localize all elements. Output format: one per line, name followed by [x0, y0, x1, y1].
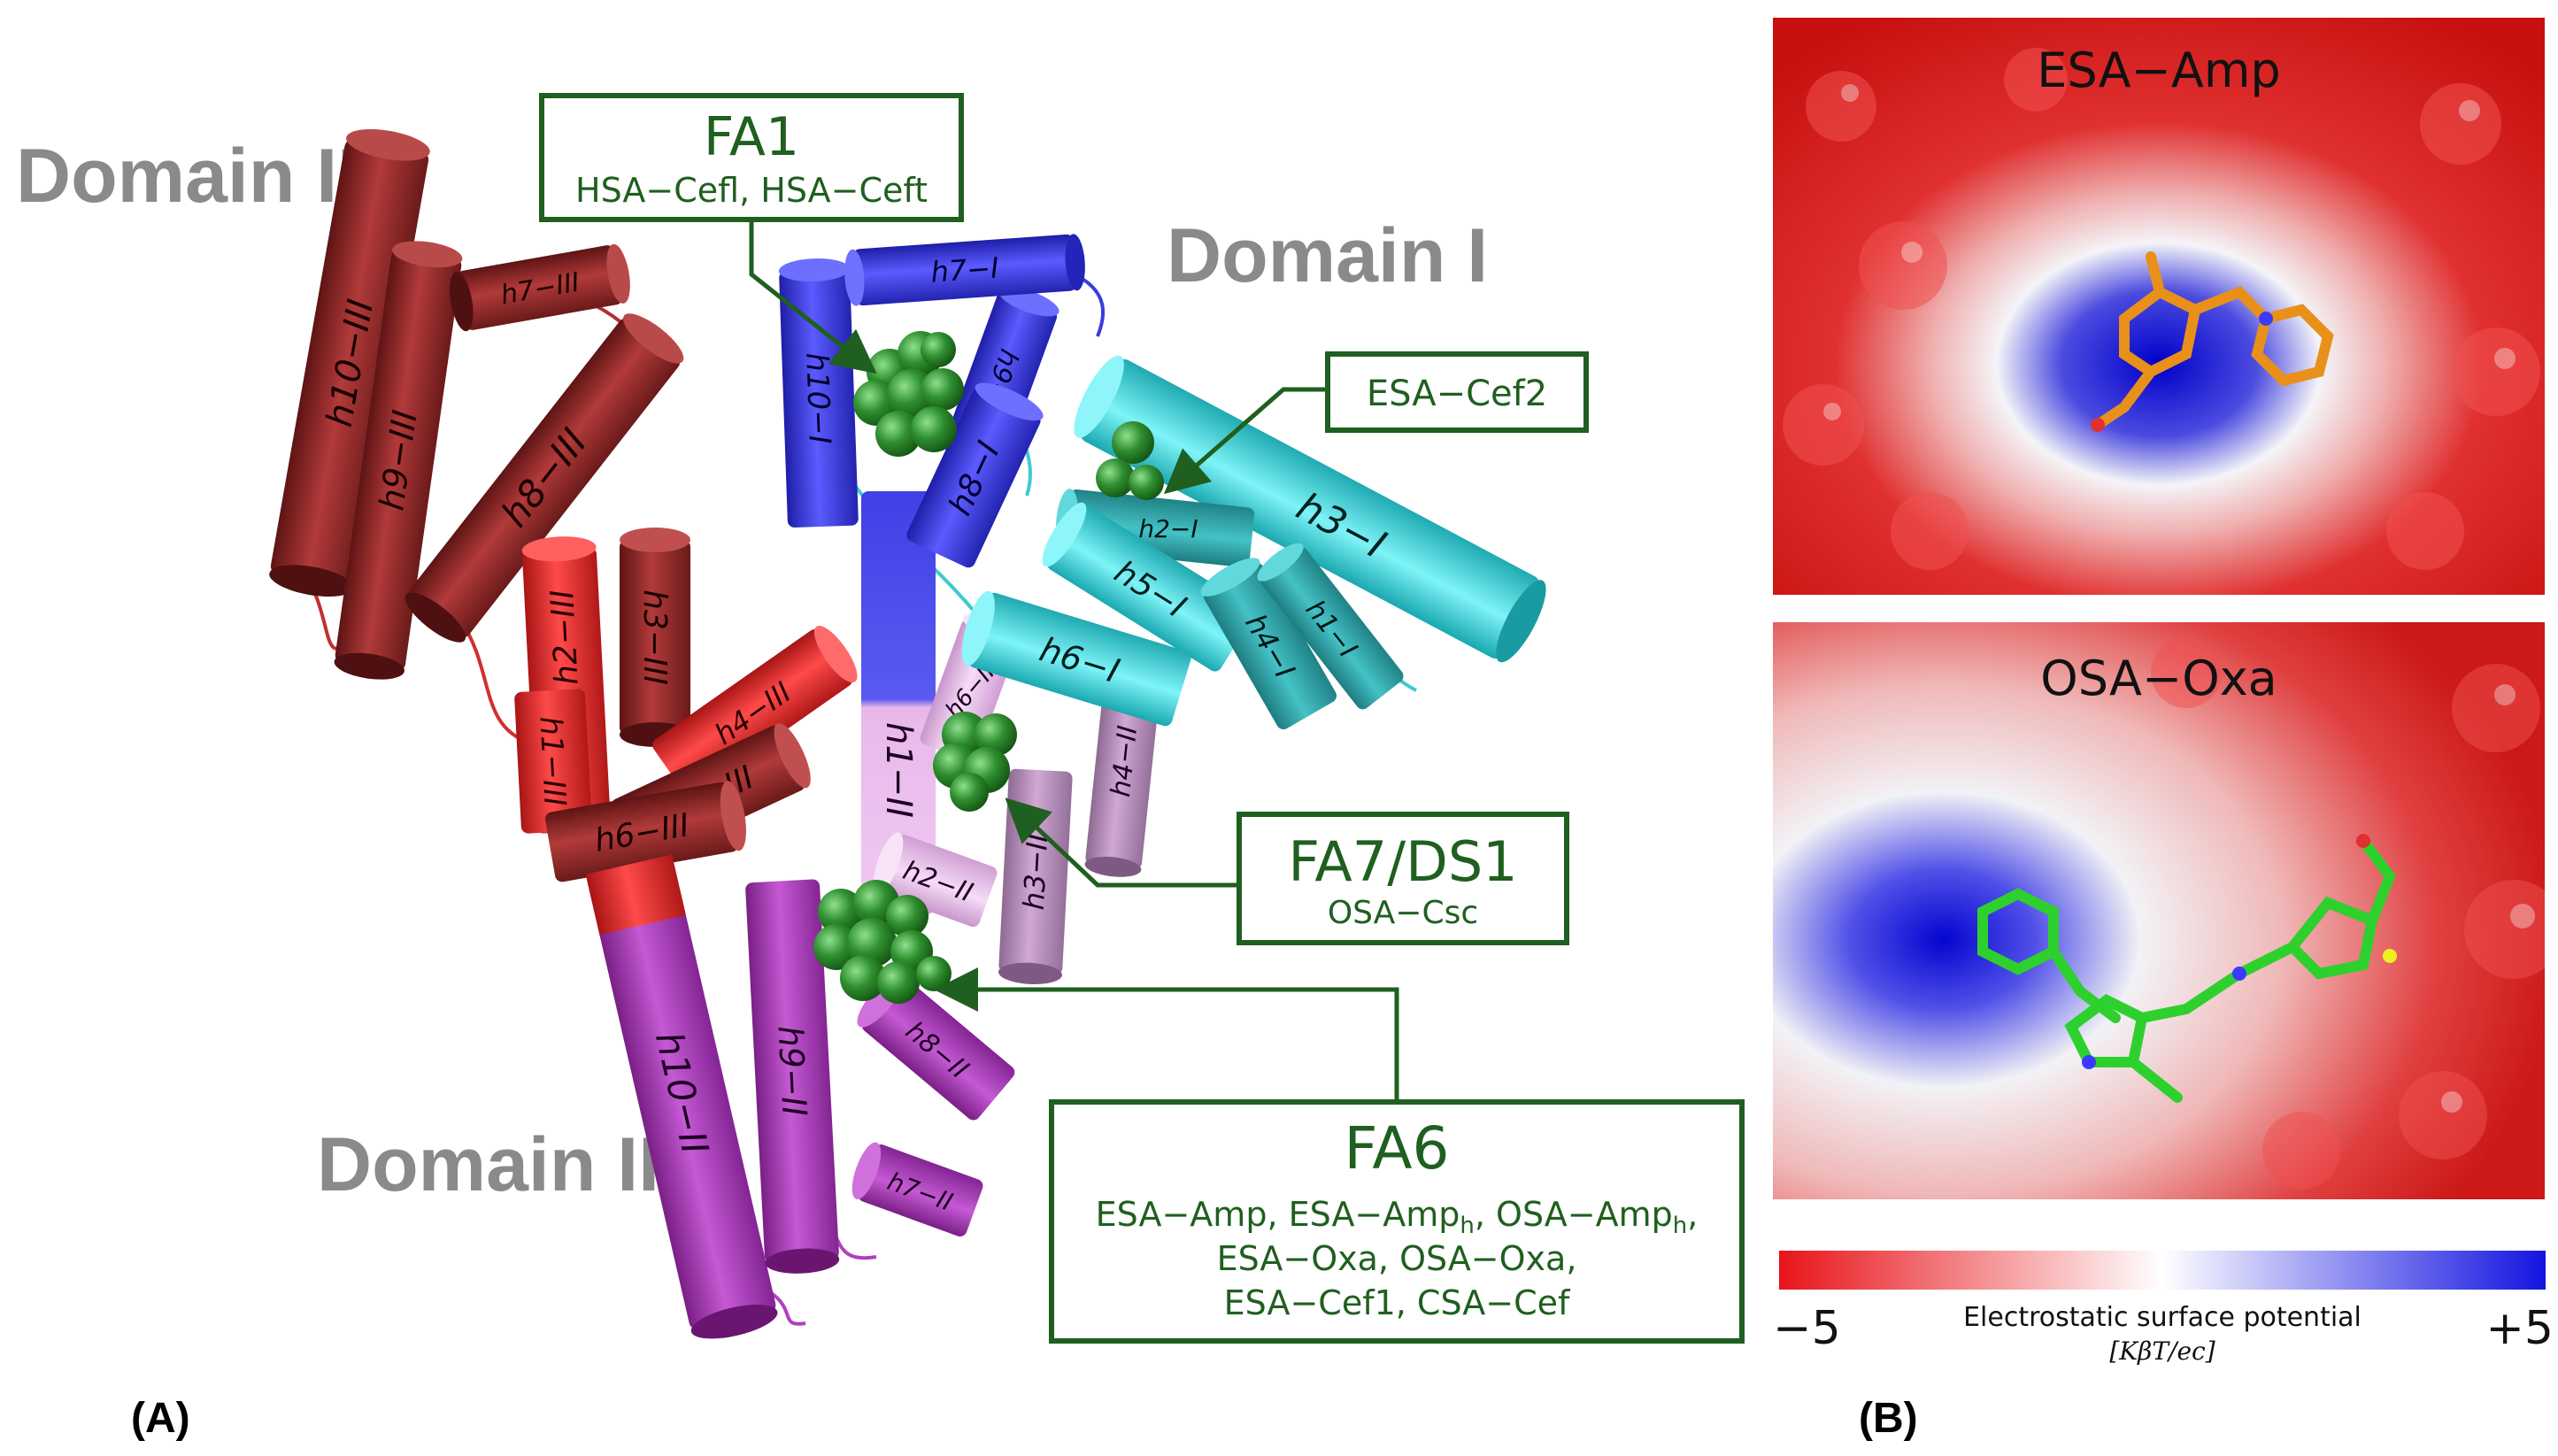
helix-h3-ii: h3−II: [998, 768, 1073, 984]
callout-fa6-line3: ESA−Cef1, CSA−Cef: [1224, 1283, 1571, 1322]
helix-h7-ii: h7−II: [851, 1142, 983, 1236]
helix-h6-iii: h6−III: [544, 781, 746, 882]
svg-text:h2−III: h2−III: [544, 589, 586, 686]
colorbar-min-label: −5: [1773, 1302, 1841, 1355]
callout-cef2-title: ESA−Cef2: [1367, 374, 1547, 414]
ligand-fa7: [933, 712, 1017, 812]
svg-text:h1−II: h1−II: [878, 722, 919, 818]
panel-b-label: (B): [1859, 1395, 1918, 1442]
helix-h5-i: h5−I: [1042, 502, 1254, 672]
colorbar-title: Electrostatic surface potential: [1963, 1302, 2362, 1333]
colorbar-max-label: +5: [2485, 1302, 2554, 1355]
callout-fa6: FA6 ESA−Amp, ESA−Amph, OSA−Amph, ESA−Oxa…: [934, 967, 1745, 1344]
helix-h6-i: h6−I: [961, 590, 1191, 727]
helix-h9-iii: h9−III: [334, 241, 463, 680]
helix-h9-ii: h9−II: [745, 879, 840, 1274]
domain-iii-label: Domain III: [16, 134, 380, 219]
domain-ii-helices: h10−II h9−II h8−II h7−II h1−II: [585, 491, 1163, 1339]
callout-fa7-title: FA7/DS1: [1288, 829, 1517, 894]
ligand-fa1: [853, 331, 964, 457]
panel-b: ESA−Amp: [1773, 18, 2554, 1442]
helix-h7-i: h7−I: [844, 234, 1085, 306]
domain-iii-helices: h10−III h9−III h8−III h7−III: [269, 128, 858, 882]
ligand-amp-sticks: [2092, 251, 2334, 430]
surface-image-top: [1773, 18, 2545, 595]
callout-fa1: FA1 HSA−Cefl, HSA−Ceft: [539, 93, 964, 374]
svg-text:h3−III: h3−III: [636, 589, 673, 685]
helix-h10-iii: h10−III: [269, 128, 430, 597]
svg-text:h7−I: h7−I: [929, 250, 999, 289]
svg-text:h4−II: h4−II: [1106, 724, 1144, 798]
domain-ii-label: Domain II: [317, 1122, 659, 1207]
colorbar: [1779, 1251, 2546, 1290]
helix-h7-iii: h7−III: [450, 243, 630, 332]
helix-h3-iii: h3−III: [620, 528, 690, 747]
callout-fa6-title: FA6: [1344, 1114, 1449, 1183]
surface-image-bottom: [1773, 622, 2545, 1199]
svg-text:h1−III: h1−III: [532, 715, 572, 807]
domain-i-label: Domain I: [1167, 213, 1488, 298]
callout-fa6-line1: ESA−Amp, ESA−Amph, OSA−Amph,: [1096, 1195, 1699, 1239]
helix-h10-i: h10−I: [778, 258, 859, 528]
panel-a-label: (A): [131, 1395, 190, 1442]
domain-i-helices: h10−I h9−I h8−I h7−I h: [778, 234, 1546, 730]
helix-h3-i: h3−I: [1074, 355, 1546, 663]
callout-fa7: FA7/DS1 OSA−Csc: [1005, 797, 1569, 945]
callout-fa1-title: FA1: [704, 106, 799, 168]
helix-h8-i: h8−I: [906, 382, 1044, 568]
colorbar-unit: [KβT/ec]: [2109, 1337, 2215, 1366]
callout-fa1-text: HSA−Cefl, HSA−Ceft: [575, 171, 928, 210]
panel-a: Domain III Domain I Domain II h10−III: [16, 93, 1745, 1442]
ligand-cef2: [1096, 421, 1164, 500]
surface-top-label: ESA−Amp: [2037, 42, 2280, 98]
svg-text:h3−II: h3−II: [1017, 833, 1054, 911]
callout-cef2: ESA−Cef2: [1163, 351, 1589, 495]
svg-text:h10−I: h10−I: [798, 352, 837, 445]
helix-h10-ii: h10−II: [585, 854, 778, 1339]
callout-fa6-line2: ESA−Oxa, OSA−Oxa,: [1217, 1239, 1577, 1278]
surface-bottom-label: OSA−Oxa: [2040, 651, 2277, 706]
svg-text:h9−II: h9−II: [770, 1025, 813, 1118]
helix-h1-iii: h1−III: [514, 689, 592, 834]
callout-fa7-text: OSA−Csc: [1328, 895, 1478, 931]
svg-text:h2−I: h2−I: [1138, 514, 1198, 543]
